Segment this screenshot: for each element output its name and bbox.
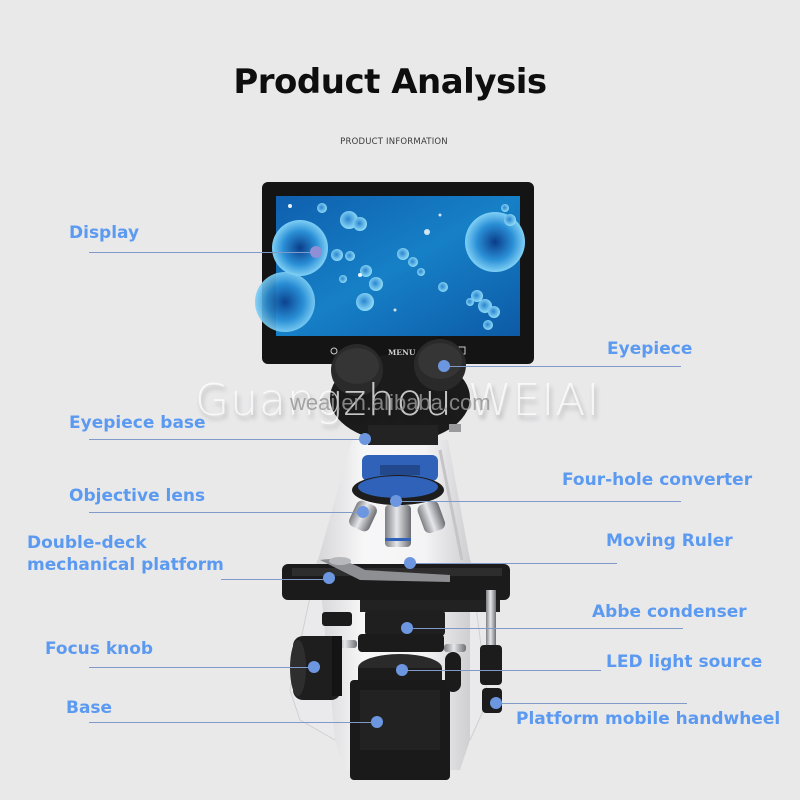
callout-eyepiece-base: Eyepiece base [69, 413, 206, 433]
page-subtitle: PRODUCT INFORMATION [340, 137, 448, 147]
callout-base: Base [66, 698, 113, 718]
watermark-brand: Guangzhou WEIAI [195, 375, 601, 426]
marker-dot-four-hole-converter [390, 495, 402, 507]
callout-eyepiece: Eyepiece [607, 339, 693, 359]
monitor-menu-button: MENU [388, 348, 416, 357]
leader-line-eyepiece [444, 366, 681, 367]
page-title: Product Analysis [233, 62, 547, 102]
marker-dot-eyepiece-base [359, 433, 371, 445]
leader-line-abbe-condenser [407, 628, 683, 629]
leader-line-display [89, 252, 316, 253]
condenser-assembly [335, 610, 466, 780]
marker-dot-moving-ruler [404, 557, 416, 569]
leader-line-eyepiece-base [89, 439, 365, 440]
leader-line-led-light-source [402, 670, 601, 671]
callout-focus-knob: Focus knob [45, 639, 154, 659]
marker-dot-display [310, 246, 322, 258]
callout-double-deck-line1: Double-deck [27, 533, 147, 553]
callout-led-light-source: LED light source [606, 652, 763, 672]
stage [282, 557, 510, 626]
watermark-url: weai.en.alibaba.com [290, 390, 491, 415]
leader-line-four-hole-converter [396, 501, 681, 502]
callout-double-deck-line2: mechanical platform [27, 555, 224, 575]
display-monitor [255, 182, 534, 364]
marker-dot-platform-mobile-handwheel [490, 697, 502, 709]
callout-display: Display [69, 223, 140, 243]
leader-line-base [89, 722, 377, 723]
callout-platform-mobile-handwheel: Platform mobile handwheel [516, 709, 781, 729]
marker-dot-focus-knob [308, 661, 320, 673]
leader-line-moving-ruler [410, 563, 617, 564]
marker-dot-eyepiece [438, 360, 450, 372]
marker-dot-base [371, 716, 383, 728]
leader-line-double-deck [221, 579, 329, 580]
marker-dot-objective-lens [357, 506, 369, 518]
callout-moving-ruler: Moving Ruler [606, 531, 733, 551]
marker-dot-abbe-condenser [401, 622, 413, 634]
nosepiece [349, 455, 446, 547]
leader-line-objective-lens [89, 512, 363, 513]
leader-line-focus-knob [89, 667, 314, 668]
callout-objective-lens: Objective lens [69, 486, 206, 506]
leader-line-platform-mobile-handwheel [496, 703, 687, 704]
marker-dot-double-deck [323, 572, 335, 584]
marker-dot-led-light-source [396, 664, 408, 676]
callout-abbe-condenser: Abbe condenser [592, 602, 747, 622]
callout-four-hole-converter: Four-hole converter [562, 470, 753, 490]
